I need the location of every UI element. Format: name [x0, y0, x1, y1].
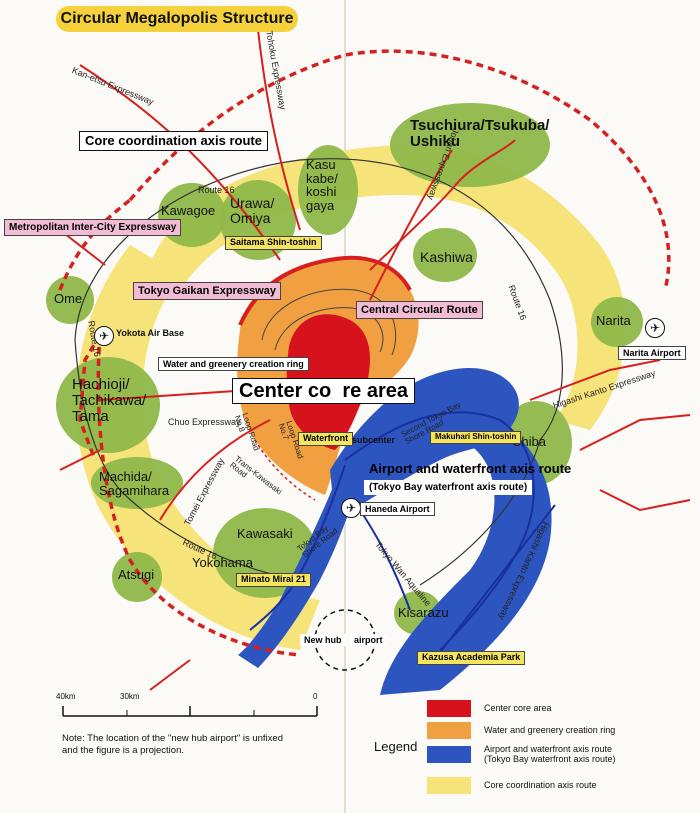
- tomei-expressway-line: [159, 419, 271, 521]
- label-urawa: Urawa/ Omiya: [230, 195, 275, 226]
- label-kashiwa: Kashiwa: [420, 249, 473, 265]
- green-kashiwa: [413, 228, 477, 282]
- loop-road-7-line: [274, 307, 384, 353]
- legend-title: Legend: [374, 739, 418, 754]
- legend-label-water-ring: Water and greenery creation ring: [484, 725, 616, 735]
- subcenter-label: subcenter: [352, 435, 396, 445]
- scale-label-30km: 30km: [120, 692, 140, 701]
- higashi-kanto-south-line: [429, 504, 556, 666]
- blue-east-arm: [380, 400, 552, 695]
- label-yokohama: Yokohama: [192, 555, 253, 570]
- airport-axis-sub-label: (Tokyo Bay waterfront axis route): [364, 480, 533, 495]
- legend-swatch-water-ring: [427, 722, 471, 739]
- metropolitan-inter-city-label: Metropolitan Inter-City Expressway: [4, 219, 182, 236]
- chuo-expressway-line: [99, 389, 251, 401]
- joban-extension-line: [369, 139, 516, 271]
- narita-airport-label: Narita Airport: [618, 346, 686, 360]
- legend-swatch-center-core: [427, 700, 471, 717]
- kazusa-academia-label: Kazusa Academia Park: [417, 651, 526, 665]
- core-coordination-axis-label: Core coordination axis route: [79, 131, 268, 152]
- label-kawagoe: Kawagoe: [161, 203, 216, 218]
- label-chuo-expressway: Chuo Expressway: [168, 417, 241, 427]
- green-machida: [91, 457, 183, 509]
- green-atsugi: [112, 552, 162, 602]
- label-hachioji: Hachioji/ Tachikawa/ Tama: [72, 376, 147, 425]
- east-spur-line: [579, 414, 691, 451]
- legend-label-center-core: Center core area: [484, 703, 552, 713]
- scale-label-40km: 40km: [56, 692, 76, 701]
- projection-note: Note: The location of the "new hub airpo…: [62, 733, 283, 756]
- blue-west-arm: [238, 470, 360, 668]
- tohoku-expressway-line: [257, 29, 301, 231]
- haneda-plane-icon: ✈: [341, 498, 361, 518]
- loop-road-8-line: [261, 288, 397, 356]
- label-route-16-north: Route 16: [198, 185, 235, 195]
- legend-swatch-airport-axis: [427, 746, 471, 763]
- legend-label-airport-axis: Airport and waterfront axis route (Tokyo…: [484, 744, 616, 764]
- green-narita: [591, 297, 643, 347]
- trans-kawasaki-road-line: [254, 439, 316, 501]
- label-ome: Ome: [54, 291, 83, 306]
- scale-bar: [62, 706, 318, 717]
- yokota-plane-icon: ✈: [94, 326, 114, 346]
- joban-expressway-line: [369, 149, 453, 301]
- tokyo-gaikan-label: Tokyo Gaikan Expressway: [133, 282, 281, 301]
- green-kasukabe: [298, 145, 358, 235]
- green-ome: [46, 276, 94, 324]
- new-hub-label-b: airport: [350, 634, 387, 646]
- airport-axis-label: Airport and waterfront axis route: [369, 461, 572, 476]
- legend-label-core-axis: Core coordination axis route: [484, 780, 597, 790]
- haneda-airport-label: Haneda Airport: [360, 502, 435, 516]
- makuhari-shintoshin-label: Makuhari Shin-toshin: [430, 431, 522, 444]
- label-machida: Machida/ Sagamihara: [99, 469, 170, 498]
- southwest-spur-line: [149, 659, 191, 691]
- saitama-shintoshin-label: Saitama Shin-toshin: [225, 236, 322, 250]
- expressways: [59, 29, 691, 691]
- label-atsugi: Atsugi: [118, 567, 155, 582]
- label-kawasaki: Kawasaki: [237, 526, 293, 541]
- aqualine-line: [359, 509, 411, 611]
- yokota-air-base-label: Yokota Air Base: [116, 328, 185, 338]
- waterfront-label: Waterfront: [298, 432, 354, 446]
- scale-label-0: 0: [313, 692, 318, 701]
- label-kasukabe: Kasu kabe/ koshi gaya: [306, 157, 338, 213]
- label-tsuchiura: Tsuchiura/Tsukuba/ Ushiku: [410, 117, 550, 150]
- title-pill: [56, 6, 298, 32]
- water-ring-label: Water and greenery creation ring: [158, 357, 309, 371]
- map-title: Circular Megalopolis Structure: [60, 10, 294, 27]
- core-axis-west: [76, 245, 320, 650]
- label-narita: Narita: [596, 313, 631, 328]
- metropolitan-west-segment: [78, 334, 102, 461]
- new-hub-label-a: New hub: [300, 634, 346, 646]
- label-kisarazu: Kisarazu: [398, 605, 449, 620]
- minato-mirai-label: Minato Mirai 21: [236, 573, 312, 587]
- center-core-area-label: Center co re area: [232, 378, 415, 404]
- east-spur-2-line: [599, 489, 691, 512]
- second-bay-shore-road-line: [344, 411, 535, 651]
- narita-plane-icon: ✈: [645, 318, 665, 338]
- higashi-kanto-expressway-line: [529, 359, 661, 401]
- legend-swatch-core-axis: [427, 777, 471, 794]
- green-tsuchiura: [390, 103, 550, 187]
- central-circular-label: Central Circular Route: [356, 301, 483, 320]
